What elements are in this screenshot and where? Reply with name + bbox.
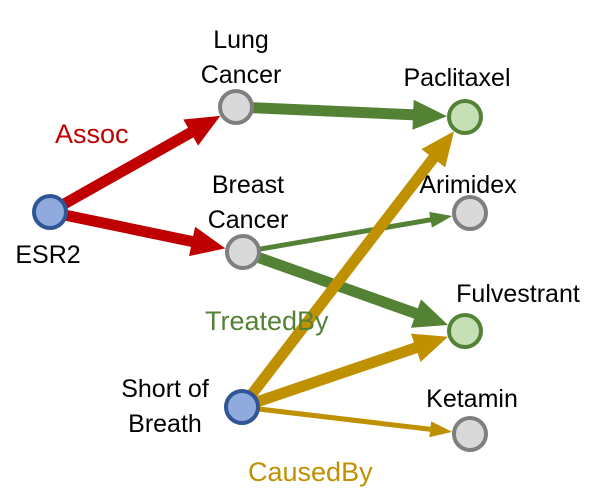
node-ketamin [452,416,488,452]
edge-line [240,341,420,413]
node-label-esr2: ESR2 [15,241,80,269]
node-label-lung: Lung [213,26,269,54]
node-esr2 [32,194,68,230]
edge-sob-paclitaxel [237,131,455,411]
node-paclitaxel [447,99,483,135]
edge-line [235,101,416,121]
edge-lung-paclitaxel [235,99,448,130]
node-label-breast: Cancer [208,206,289,234]
edge-line [237,153,439,411]
node-label-arimidex: Arimidex [419,171,517,199]
edge-line [241,404,433,433]
edges-layer [47,99,455,438]
node-label-sob: Short of [121,375,209,403]
edge-line [48,206,196,248]
arrowhead-icon [189,226,226,257]
node-sob [224,389,260,425]
node-label-lung: Cancer [201,61,282,89]
node-fulvestrant [447,313,483,349]
edge-breast-arimidex [242,211,453,255]
relation-label-causedby: CausedBy [248,457,373,487]
node-arimidex [452,195,488,231]
node-label-breast: Breast [212,171,284,199]
edge-sob-ketamin [241,404,453,438]
node-breast [225,234,261,270]
arrowhead-icon [183,115,221,146]
arrowhead-icon [410,299,449,328]
node-lung [218,89,254,125]
nodes-layer [32,89,488,452]
edge-esr2-breast [48,206,226,257]
arrowhead-icon [412,99,448,130]
node-label-fulvestrant: Fulvestrant [456,280,580,308]
edge-esr2-lung [47,115,221,217]
arrowhead-icon [421,131,455,168]
arrowhead-icon [429,421,453,438]
relation-label-assoc: Assoc [55,119,129,149]
relation-label-treatedby: TreatedBy [205,306,329,336]
node-label-ketamin: Ketamin [426,385,518,413]
node-label-paclitaxel: Paclitaxel [404,64,511,92]
node-label-sob: Breath [128,410,202,438]
edge-sob-fulvestrant [240,333,448,413]
edge-line [242,216,433,255]
edge-line [47,126,196,217]
arrowhead-icon [429,211,453,228]
arrowhead-icon [410,333,448,362]
